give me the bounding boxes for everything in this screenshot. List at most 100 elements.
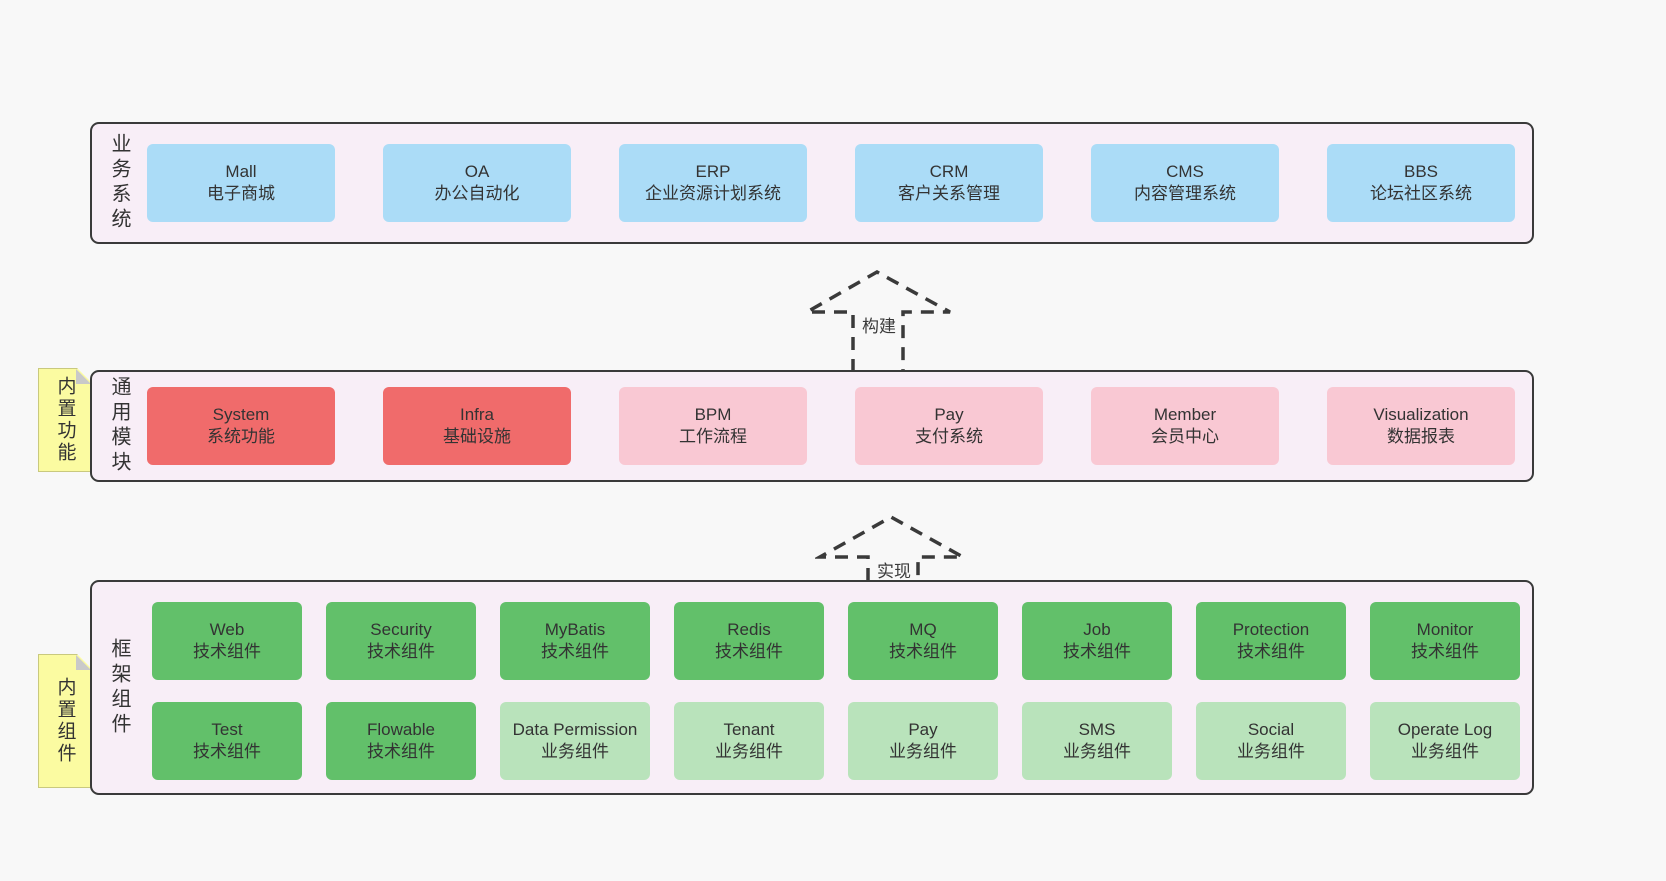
box-subtitle-zh: 技术组件 <box>193 642 261 661</box>
folded-corner-icon <box>76 655 91 670</box>
box-subtitle-zh: 业务组件 <box>1411 742 1479 761</box>
box-subtitle-zh: 办公自动化 <box>434 184 520 203</box>
box-subtitle-zh: 业务组件 <box>715 742 783 761</box>
box-title-en: CMS <box>1166 161 1204 181</box>
arrow-build <box>800 270 960 372</box>
box-protection: Protection 技术组件 <box>1196 602 1346 680</box>
box-subtitle-zh: 业务组件 <box>889 742 957 761</box>
box-subtitle-zh: 技术组件 <box>715 642 783 661</box>
box-subtitle-zh: 业务组件 <box>1237 742 1305 761</box>
sticky-note-builtin-components: 内置组件 <box>38 654 92 788</box>
box-subtitle-zh: 技术组件 <box>1237 642 1305 661</box>
box-title-en: BPM <box>694 404 732 424</box>
arrow-build-label: 构建 <box>862 317 896 336</box>
box-title-en: Monitor <box>1416 619 1474 639</box>
box-pay: Pay 业务组件 <box>848 702 998 780</box>
box-test: Test 技术组件 <box>152 702 302 780</box>
box-subtitle-zh: 客户关系管理 <box>898 184 1000 203</box>
box-title-en: System <box>212 404 270 424</box>
sticky-note-text: 内置功能 <box>54 376 76 464</box>
box-subtitle-zh: 业务组件 <box>1063 742 1131 761</box>
box-title-en: Operate Log <box>1397 719 1493 739</box>
folded-corner-icon <box>76 369 91 384</box>
box-title-en: Security <box>370 619 432 639</box>
box-subtitle-zh: 内容管理系统 <box>1134 184 1236 203</box>
box-cms: CMS 内容管理系统 <box>1091 144 1279 222</box>
box-subtitle-zh: 技术组件 <box>1063 642 1131 661</box>
box-monitor: Monitor 技术组件 <box>1370 602 1520 680</box>
box-title-en: Pay <box>934 404 964 424</box>
business-systems-row: Mall 电子商城 OA 办公自动化 ERP 企业资源计划系统 CRM 客户关系管理 CMS 内容… <box>147 124 1515 242</box>
box-title-en: SMS <box>1078 719 1116 739</box>
box-title-en: Redis <box>727 619 771 639</box>
box-title-en: MyBatis <box>544 619 606 639</box>
box-title-en: Protection <box>1232 619 1310 639</box>
box-system: System 系统功能 <box>147 387 335 465</box>
box-subtitle-zh: 支付系统 <box>915 427 983 446</box>
box-web: Web 技术组件 <box>152 602 302 680</box>
box-subtitle-zh: 系统功能 <box>207 427 275 446</box>
layer-label-common-modules: 通用模块 <box>108 376 130 476</box>
box-erp: ERP 企业资源计划系统 <box>619 144 807 222</box>
box-subtitle-zh: 技术组件 <box>367 642 435 661</box>
box-subtitle-zh: 会员中心 <box>1151 427 1219 446</box>
sticky-note-text: 内置组件 <box>54 677 76 765</box>
arrow-build-shape <box>800 270 951 372</box>
layer-business-systems: 业务系统 Mall 电子商城 OA 办公自动化 ERP 企业资源计划系统 CRM 客户关系管理… <box>90 122 1534 244</box>
box-crm: CRM 客户关系管理 <box>855 144 1043 222</box>
arrow-implement <box>815 515 975 581</box>
box-title-en: ERP <box>695 161 731 181</box>
box-title-en: Mall <box>225 161 257 181</box>
box-mybatis: MyBatis 技术组件 <box>500 602 650 680</box>
box-title-en: Infra <box>459 404 495 424</box>
layer-label-business-systems: 业务系统 <box>108 133 130 233</box>
box-title-en: OA <box>464 161 490 181</box>
box-subtitle-zh: 技术组件 <box>193 742 261 761</box>
box-redis: Redis 技术组件 <box>674 602 824 680</box>
box-subtitle-zh: 企业资源计划系统 <box>645 184 781 203</box>
box-title-en: Test <box>211 719 243 739</box>
box-oa: OA 办公自动化 <box>383 144 571 222</box>
box-subtitle-zh: 论坛社区系统 <box>1370 184 1472 203</box>
box-title-en: Web <box>209 619 245 639</box>
box-subtitle-zh: 电子商城 <box>207 184 275 203</box>
box-bbs: BBS 论坛社区系统 <box>1327 144 1515 222</box>
box-title-en: Pay <box>908 719 938 739</box>
box-title-en: Tenant <box>723 719 775 739</box>
box-title-en: BBS <box>1403 161 1439 181</box>
box-operate-log: Operate Log 业务组件 <box>1370 702 1520 780</box>
box-title-en: Member <box>1153 404 1217 424</box>
box-subtitle-zh: 技术组件 <box>367 742 435 761</box>
box-subtitle-zh: 基础设施 <box>443 427 511 446</box>
box-tenant: Tenant 业务组件 <box>674 702 824 780</box>
layer-label-framework-components: 框架组件 <box>108 637 130 738</box>
arrow-implement-shape <box>815 515 970 581</box>
box-pay: Pay 支付系统 <box>855 387 1043 465</box>
box-infra: Infra 基础设施 <box>383 387 571 465</box>
box-subtitle-zh: 技术组件 <box>541 642 609 661</box>
box-security: Security 技术组件 <box>326 602 476 680</box>
box-visualization: Visualization 数据报表 <box>1327 387 1515 465</box>
box-subtitle-zh: 技术组件 <box>889 642 957 661</box>
box-member: Member 会员中心 <box>1091 387 1279 465</box>
box-title-en: CRM <box>929 161 969 181</box>
box-social: Social 业务组件 <box>1196 702 1346 780</box>
box-subtitle-zh: 数据报表 <box>1387 427 1455 446</box>
box-subtitle-zh: 技术组件 <box>1411 642 1479 661</box>
sticky-note-builtin-features: 内置功能 <box>38 368 92 472</box>
box-title-en: Visualization <box>1373 404 1469 424</box>
box-mall: Mall 电子商城 <box>147 144 335 222</box>
box-title-en: Social <box>1247 719 1295 739</box>
arrow-implement-label: 实现 <box>877 562 911 581</box>
